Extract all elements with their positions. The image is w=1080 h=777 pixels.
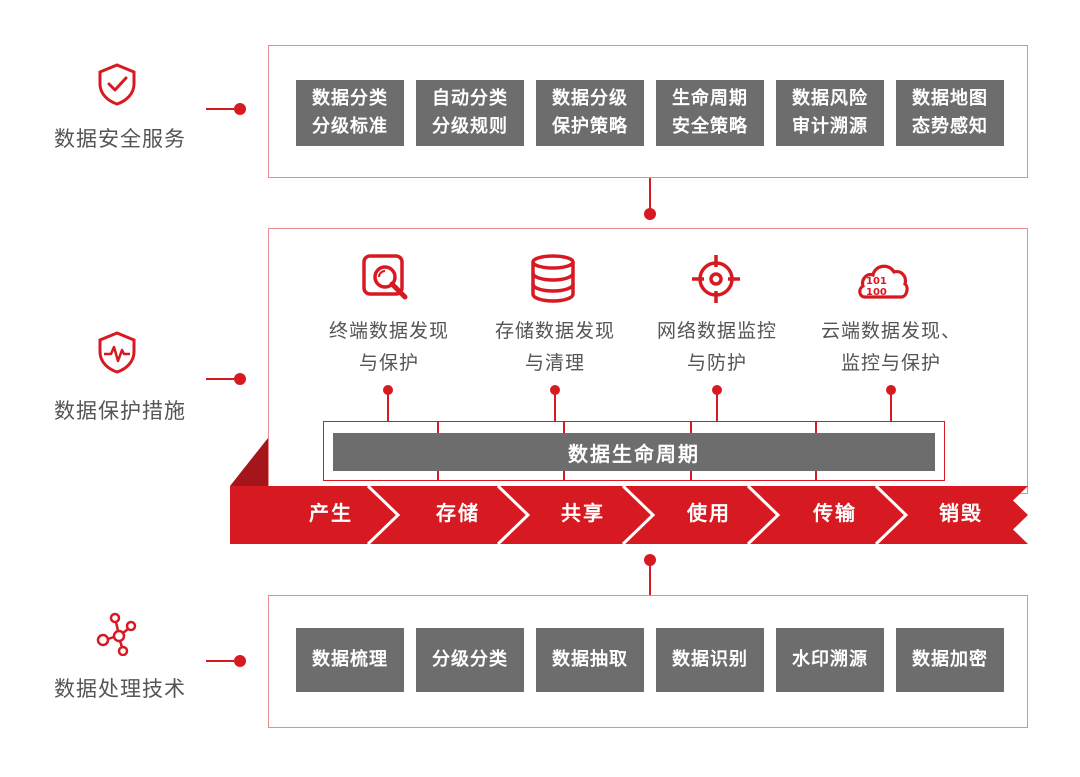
stage-label: 共享 bbox=[561, 501, 605, 525]
service-item: 数据分级保护策略 bbox=[536, 80, 644, 146]
svg-text:100: 100 bbox=[866, 287, 887, 298]
search-document-icon bbox=[362, 254, 408, 300]
connector-dot-service bbox=[234, 103, 246, 115]
measure-stem bbox=[716, 392, 718, 422]
technology-item: 分级分类 bbox=[416, 628, 524, 692]
measure-dot bbox=[886, 385, 896, 395]
service-item: 数据分类分级标准 bbox=[296, 80, 404, 146]
shield-check-icon bbox=[98, 63, 136, 106]
cloud-binary-icon: 101 100 bbox=[858, 264, 909, 299]
lifecycle-title-bar: 数据生命周期 bbox=[333, 433, 935, 471]
stage-label: 传输 bbox=[813, 501, 857, 525]
measure-label: 云端数据发现、监控与保护 bbox=[820, 320, 961, 374]
connector-protection bbox=[206, 378, 238, 380]
measure-dot bbox=[383, 385, 393, 395]
connector-dot-technology bbox=[234, 655, 246, 667]
database-icon bbox=[531, 254, 575, 303]
stage-label: 销毁 bbox=[939, 501, 983, 525]
measure-stem bbox=[890, 392, 892, 422]
connector-technology bbox=[206, 660, 238, 662]
section-label-protection: 数据保护措施 bbox=[54, 399, 186, 423]
shield-pulse-icon bbox=[98, 331, 136, 374]
molecule-icon bbox=[96, 612, 137, 656]
measure-label: 网络数据监控与防护 bbox=[656, 320, 777, 374]
technology-item: 数据梳理 bbox=[296, 628, 404, 692]
stage-label: 使用 bbox=[687, 501, 731, 525]
measure-stem bbox=[554, 392, 556, 422]
lifecycle-bracket bbox=[323, 421, 945, 481]
section-label-service: 数据安全服务 bbox=[54, 127, 186, 151]
service-item: 自动分类分级规则 bbox=[416, 80, 524, 146]
lifecycle-arrow-band bbox=[230, 438, 1028, 546]
connector-dot-top bbox=[644, 208, 656, 220]
technology-item: 数据识别 bbox=[656, 628, 764, 692]
connector-vertical-bottom bbox=[649, 560, 651, 596]
measure-label: 终端数据发现与保护 bbox=[328, 320, 449, 374]
target-icon bbox=[692, 255, 740, 303]
section-label-technology: 数据处理技术 bbox=[54, 677, 186, 701]
connector-vertical-top bbox=[649, 178, 651, 214]
service-item: 生命周期安全策略 bbox=[656, 80, 764, 146]
connector-service bbox=[206, 108, 238, 110]
svg-text:101: 101 bbox=[866, 276, 887, 287]
connector-dot-protection bbox=[234, 373, 246, 385]
technology-item: 数据抽取 bbox=[536, 628, 644, 692]
measure-dot bbox=[712, 385, 722, 395]
service-item: 数据风险审计溯源 bbox=[776, 80, 884, 146]
service-item: 数据地图态势感知 bbox=[896, 80, 1004, 146]
measure-dot bbox=[550, 385, 560, 395]
measure-label: 存储数据发现与清理 bbox=[494, 320, 615, 374]
stage-label: 存储 bbox=[436, 501, 480, 525]
measure-stem bbox=[387, 392, 389, 422]
technology-item: 数据加密 bbox=[896, 628, 1004, 692]
stage-label: 产生 bbox=[309, 501, 353, 525]
technology-item: 水印溯源 bbox=[776, 628, 884, 692]
